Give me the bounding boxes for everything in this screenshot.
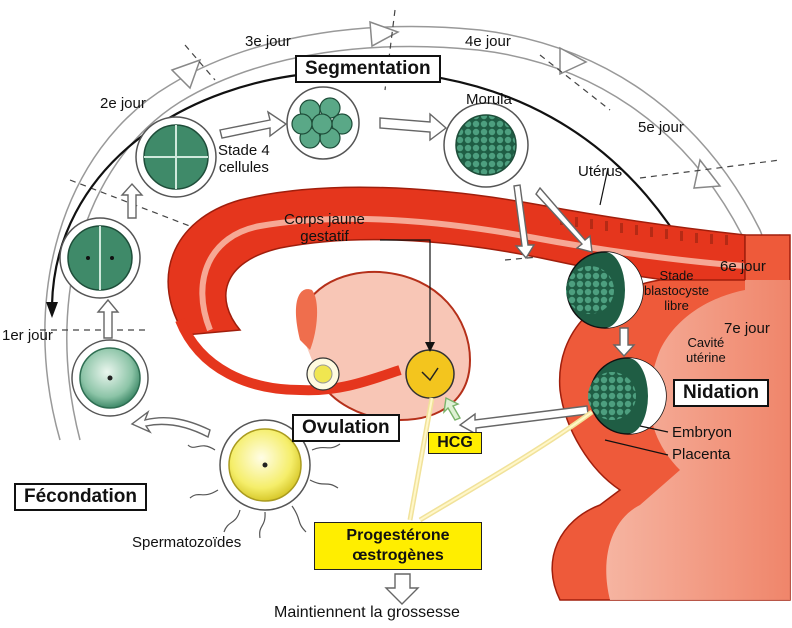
- label-corps-jaune: Corps jaune gestatif: [284, 212, 365, 245]
- label-blastocyste-libre: Stade blastocyste libre: [644, 269, 709, 314]
- label-day-5: 5e jour: [638, 120, 684, 137]
- label-corps-jaune-line2: gestatif: [284, 229, 365, 246]
- label-day-6: 6e jour: [720, 259, 766, 276]
- label-blasto-line2: blastocyste: [644, 284, 709, 299]
- label-stade-4-line1: Stade 4: [218, 143, 270, 160]
- label-morula: Morula: [466, 92, 512, 109]
- morula-cell: [444, 103, 528, 187]
- label-spermatozoides: Spermatozoïdes: [132, 535, 241, 552]
- label-embryon: Embryon: [672, 425, 732, 442]
- segmentation-title: Segmentation: [295, 55, 441, 83]
- free-blastocyst: [566, 252, 643, 328]
- hcg-arrow: [444, 398, 460, 420]
- ovulation-title: Ovulation: [292, 414, 400, 442]
- eight-cell-stage: [287, 87, 359, 159]
- progression-arc-start-head: [46, 302, 58, 318]
- label-cavite-line1: Cavité: [686, 336, 726, 351]
- label-maintain-pregnancy: Maintiennent la grossesse: [274, 604, 460, 622]
- hormones-box: Progestérone œstrogènes: [314, 522, 482, 570]
- label-day-2: 2e jour: [100, 96, 146, 113]
- label-day-3: 3e jour: [245, 34, 291, 51]
- label-blasto-line1: Stade: [644, 269, 709, 284]
- hormones-line2: œstrogènes: [315, 546, 481, 566]
- ovulated-oocyte: [307, 358, 339, 390]
- label-cavite-line2: utérine: [686, 351, 726, 366]
- corpus-luteum: [406, 350, 454, 398]
- four-cell-stage: [136, 117, 216, 197]
- label-stade-4-cellules: Stade 4 cellules: [218, 143, 270, 176]
- hormones-line1: Progestérone: [315, 526, 481, 546]
- label-placenta: Placenta: [672, 447, 730, 464]
- label-day-4: 4e jour: [465, 34, 511, 51]
- label-stade-4-line2: cellules: [218, 160, 270, 177]
- fecondation-title: Fécondation: [14, 483, 147, 511]
- nidation-title: Nidation: [673, 379, 769, 407]
- label-cavite-uterine: Cavité utérine: [686, 336, 726, 366]
- label-day-1: 1er jour: [2, 328, 53, 345]
- label-day-7: 7e jour: [724, 321, 770, 338]
- label-uterus: Utérus: [578, 164, 622, 181]
- two-cell-stage: [60, 218, 140, 298]
- label-blasto-line3: libre: [644, 299, 709, 314]
- fertilized-egg: [72, 340, 148, 416]
- label-corps-jaune-line1: Corps jaune: [284, 212, 365, 229]
- hcg-badge: HCG: [428, 432, 482, 454]
